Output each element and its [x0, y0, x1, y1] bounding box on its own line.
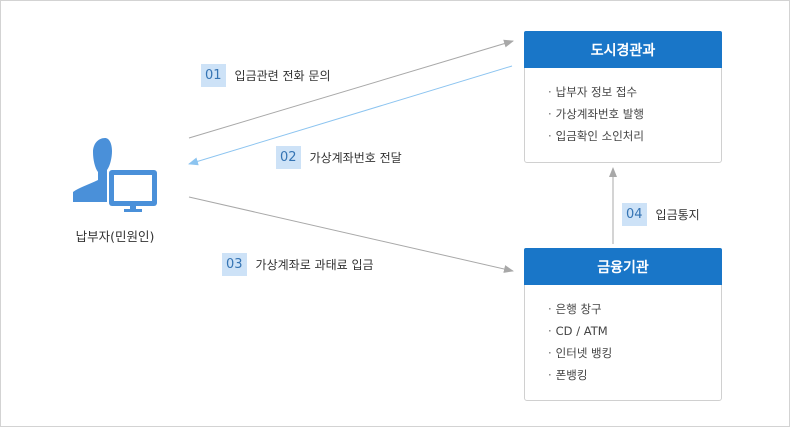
list-item: 입금확인 소인처리 — [548, 125, 721, 147]
step-number-badge: 04 — [622, 203, 647, 226]
step-label: 입금통지 — [655, 208, 700, 222]
list-item: 납부자 정보 접수 — [548, 81, 721, 103]
step-label: 입금관련 전화 문의 — [234, 69, 331, 83]
step-2: 02 가상계좌번호 전달 — [276, 146, 402, 169]
arrow-step1 — [188, 39, 514, 139]
step-number-badge: 02 — [276, 146, 301, 169]
step-number-badge: 03 — [222, 253, 247, 276]
step-4: 04 입금통지 — [622, 203, 700, 226]
user-computer-icon — [73, 138, 157, 212]
list-item: 은행 창구 — [548, 298, 721, 320]
city-office-box: 도시경관과 납부자 정보 접수 가상계좌번호 발행 입금확인 소인처리 — [524, 31, 722, 163]
list-item: CD / ATM — [548, 320, 721, 342]
step-number-badge: 01 — [201, 64, 226, 87]
step-label: 가상계좌번호 전달 — [309, 151, 402, 165]
list-item: 가상계좌번호 발행 — [548, 103, 721, 125]
bank-box: 금융기관 은행 창구 CD / ATM 인터넷 뱅킹 폰뱅킹 — [524, 248, 722, 401]
step-3: 03 가상계좌로 과태료 입금 — [222, 253, 374, 276]
step-1: 01 입금관련 전화 문의 — [201, 64, 331, 87]
arrow-step3 — [188, 196, 514, 273]
arrow-step2 — [188, 65, 513, 166]
list-item: 인터넷 뱅킹 — [548, 342, 721, 364]
city-office-list: 납부자 정보 접수 가상계좌번호 발행 입금확인 소인처리 — [525, 68, 721, 147]
list-item: 폰뱅킹 — [548, 364, 721, 386]
step-label: 가상계좌로 과태료 입금 — [255, 258, 374, 272]
actor-label: 납부자(민원인) — [75, 229, 155, 244]
bank-title: 금융기관 — [524, 248, 722, 285]
bank-list: 은행 창구 CD / ATM 인터넷 뱅킹 폰뱅킹 — [525, 285, 721, 386]
city-office-title: 도시경관과 — [524, 31, 722, 68]
